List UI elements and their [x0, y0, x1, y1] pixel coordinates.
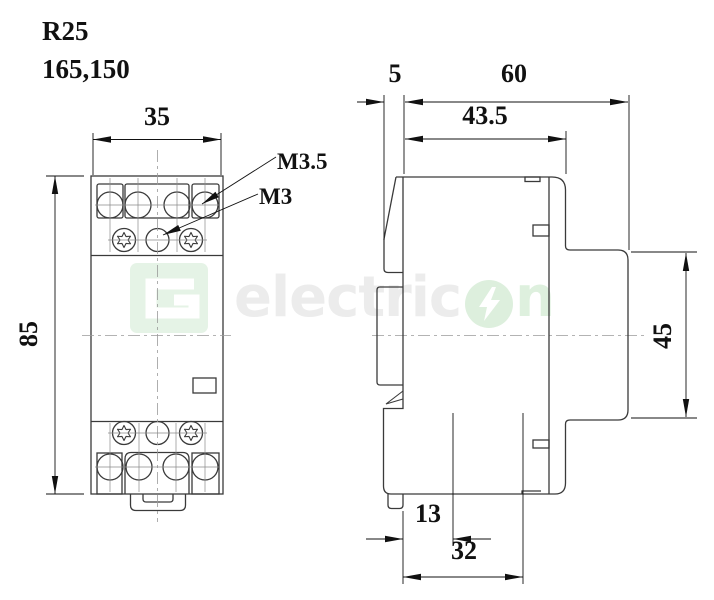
centerlines	[82, 150, 645, 522]
dim-rail-width-label: 32	[451, 536, 477, 565]
screw-crosshairs	[95, 178, 219, 492]
side-body-outline	[382, 176, 629, 495]
dim-clip-offset-label: 5	[388, 59, 402, 88]
dimension-lines	[46, 95, 697, 584]
label-window	[192, 377, 217, 394]
logo-g-glyph	[145, 278, 200, 319]
model-number: R25	[42, 16, 89, 46]
electricon-logo	[130, 263, 208, 333]
screw-size-fixing-label: M3	[259, 184, 293, 209]
front-view	[90, 175, 224, 512]
screw-size-terminal-label: M3.5	[277, 149, 328, 174]
dim-height-label: 85	[14, 321, 43, 347]
dim-face-height-label: 45	[648, 323, 677, 349]
watermark-word-gray: electric	[234, 265, 462, 330]
lightning-bolt-icon	[465, 280, 514, 328]
dim-width-label: 35	[144, 102, 170, 131]
side-view	[376, 176, 629, 510]
din-clip-spring	[385, 390, 404, 405]
dim-foot-offset-label: 13	[415, 499, 441, 528]
dim-total-depth-label: 60	[501, 59, 527, 88]
clip-foot	[387, 494, 404, 510]
type-code: 165,150	[42, 54, 130, 84]
dimension-arrowheads	[51, 98, 690, 581]
din-rail-channel	[376, 286, 403, 386]
dim-body-depth-label: 43.5	[462, 101, 508, 130]
bottom-tab	[129, 494, 187, 512]
front-body-outline	[90, 175, 224, 495]
din-clip-upper	[383, 176, 403, 274]
